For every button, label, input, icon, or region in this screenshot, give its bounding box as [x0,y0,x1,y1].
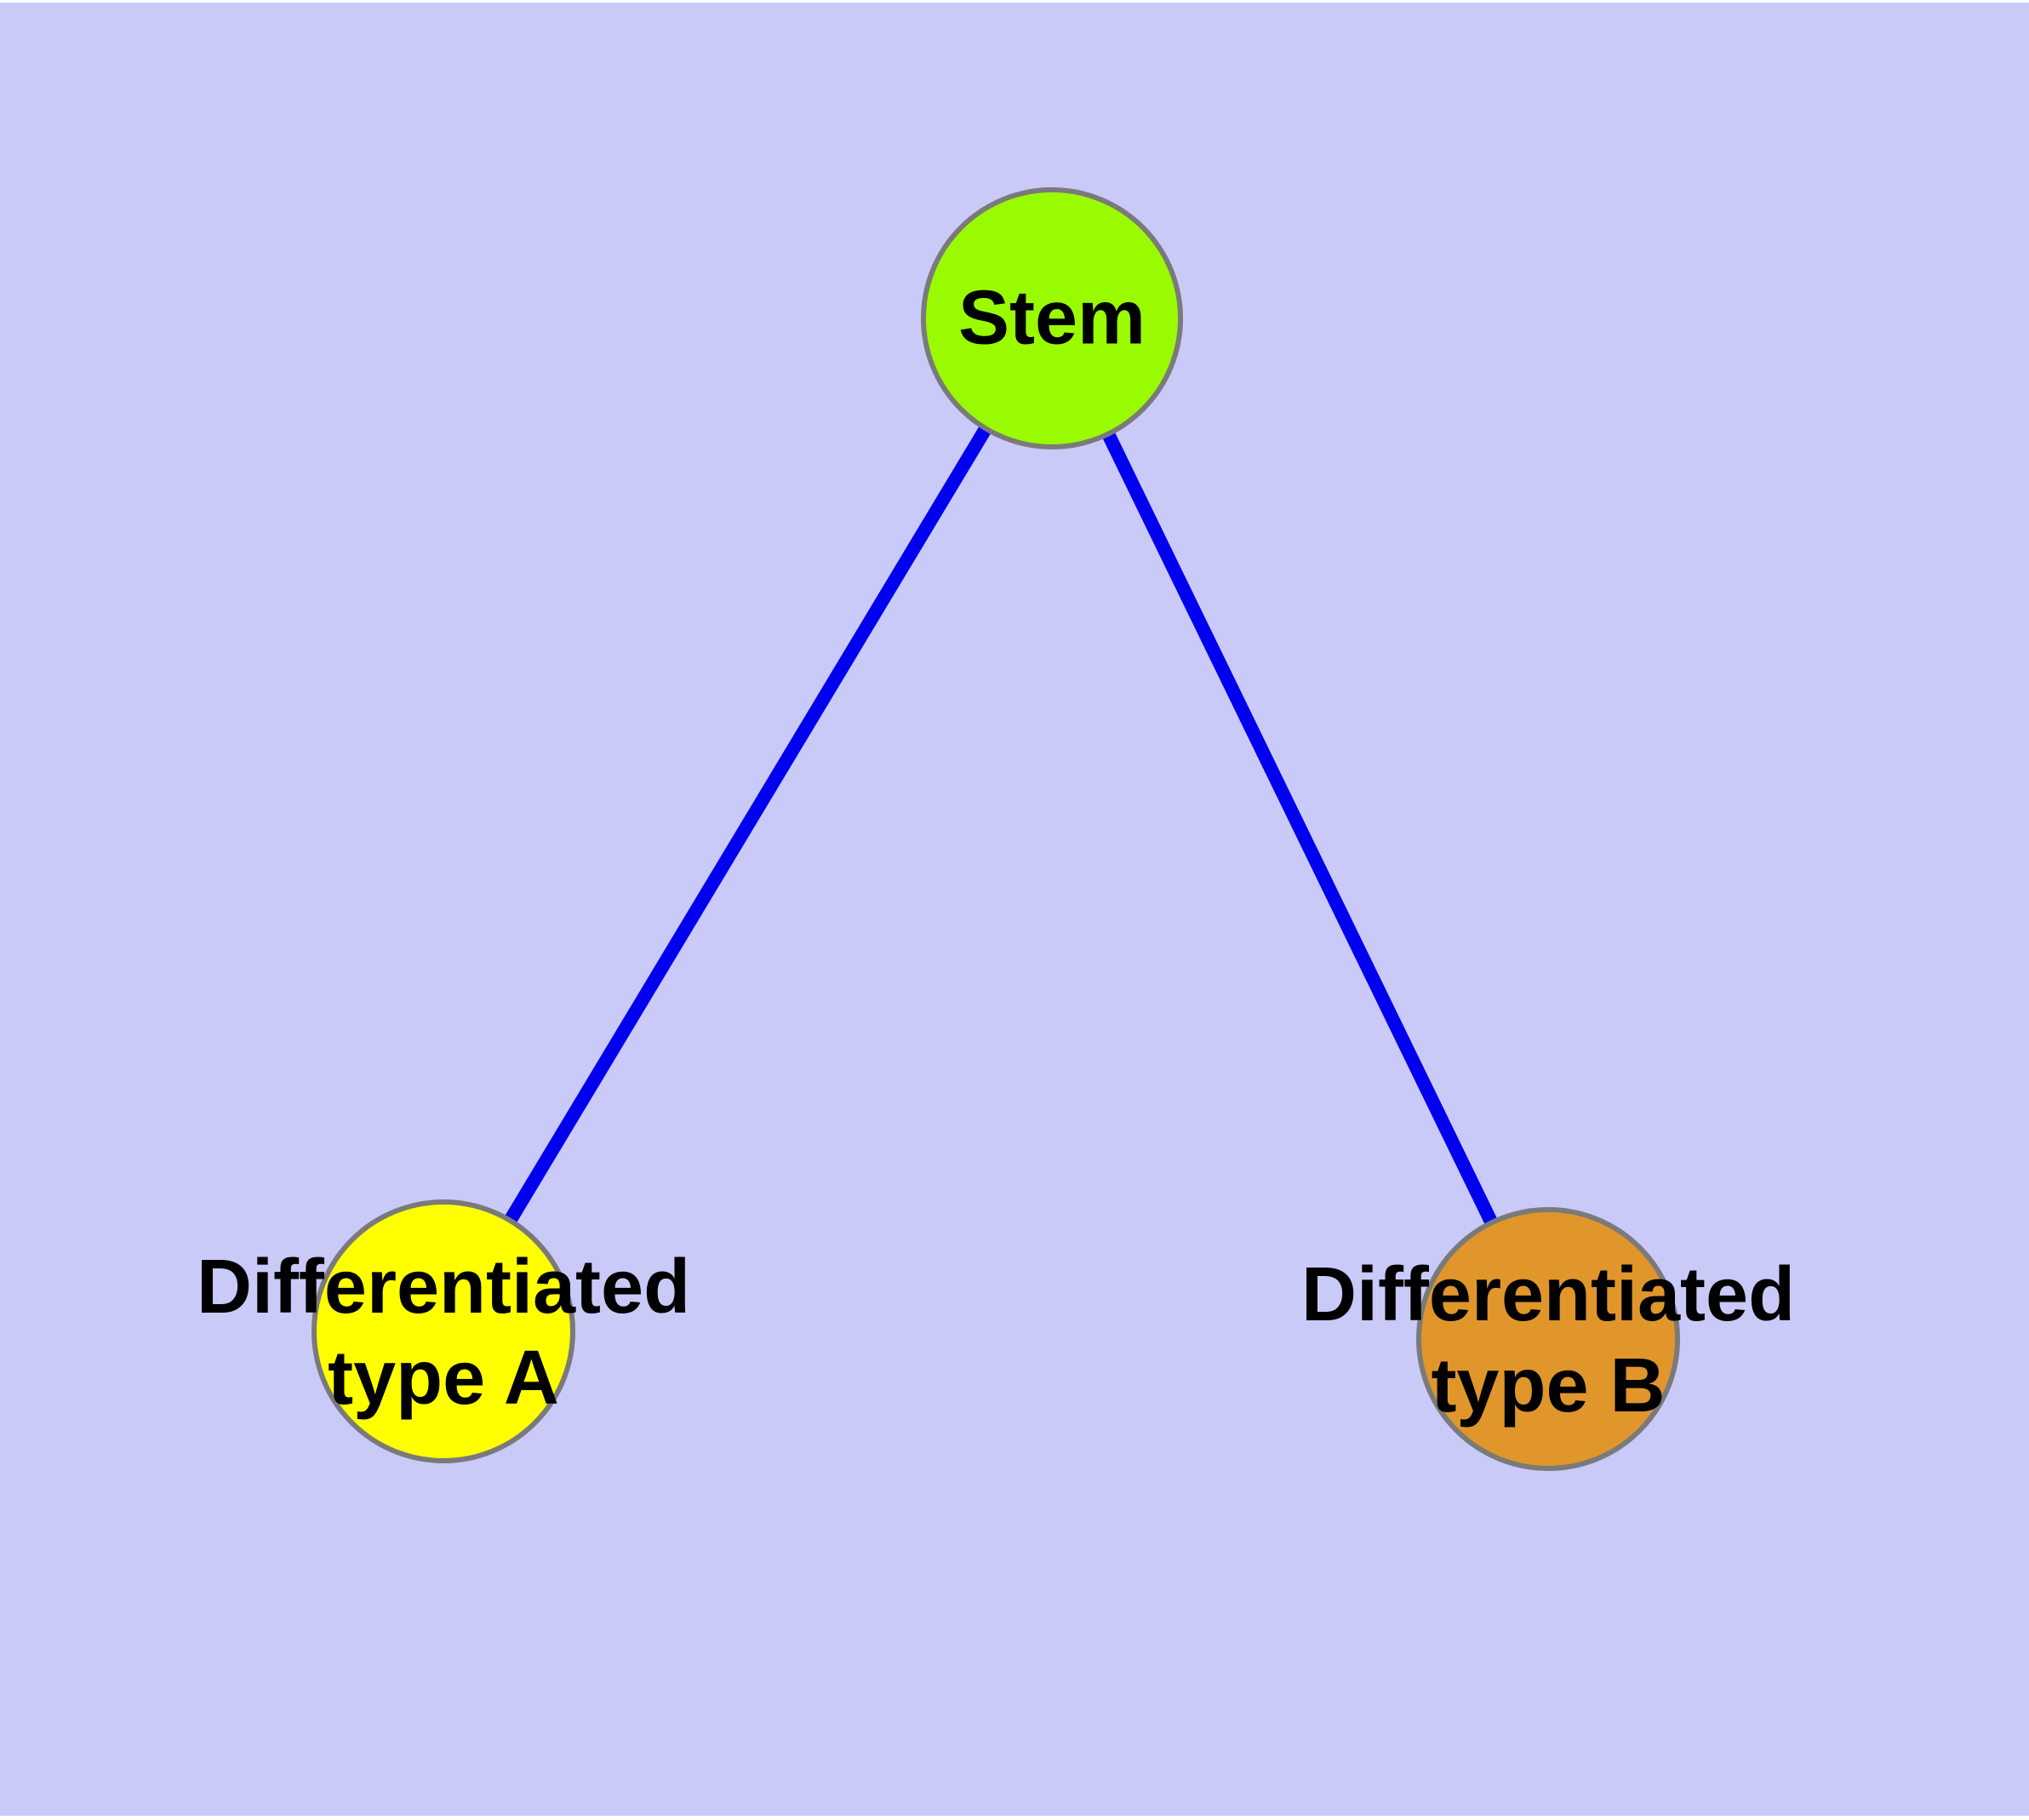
edge-stem-to-type-a [437,314,1058,1336]
edge-stem-to-type-b [1045,315,1555,1342]
node-stem-circle [921,187,1183,449]
node-type-b-circle [1416,1207,1680,1471]
node-type-a-circle [311,1199,575,1463]
